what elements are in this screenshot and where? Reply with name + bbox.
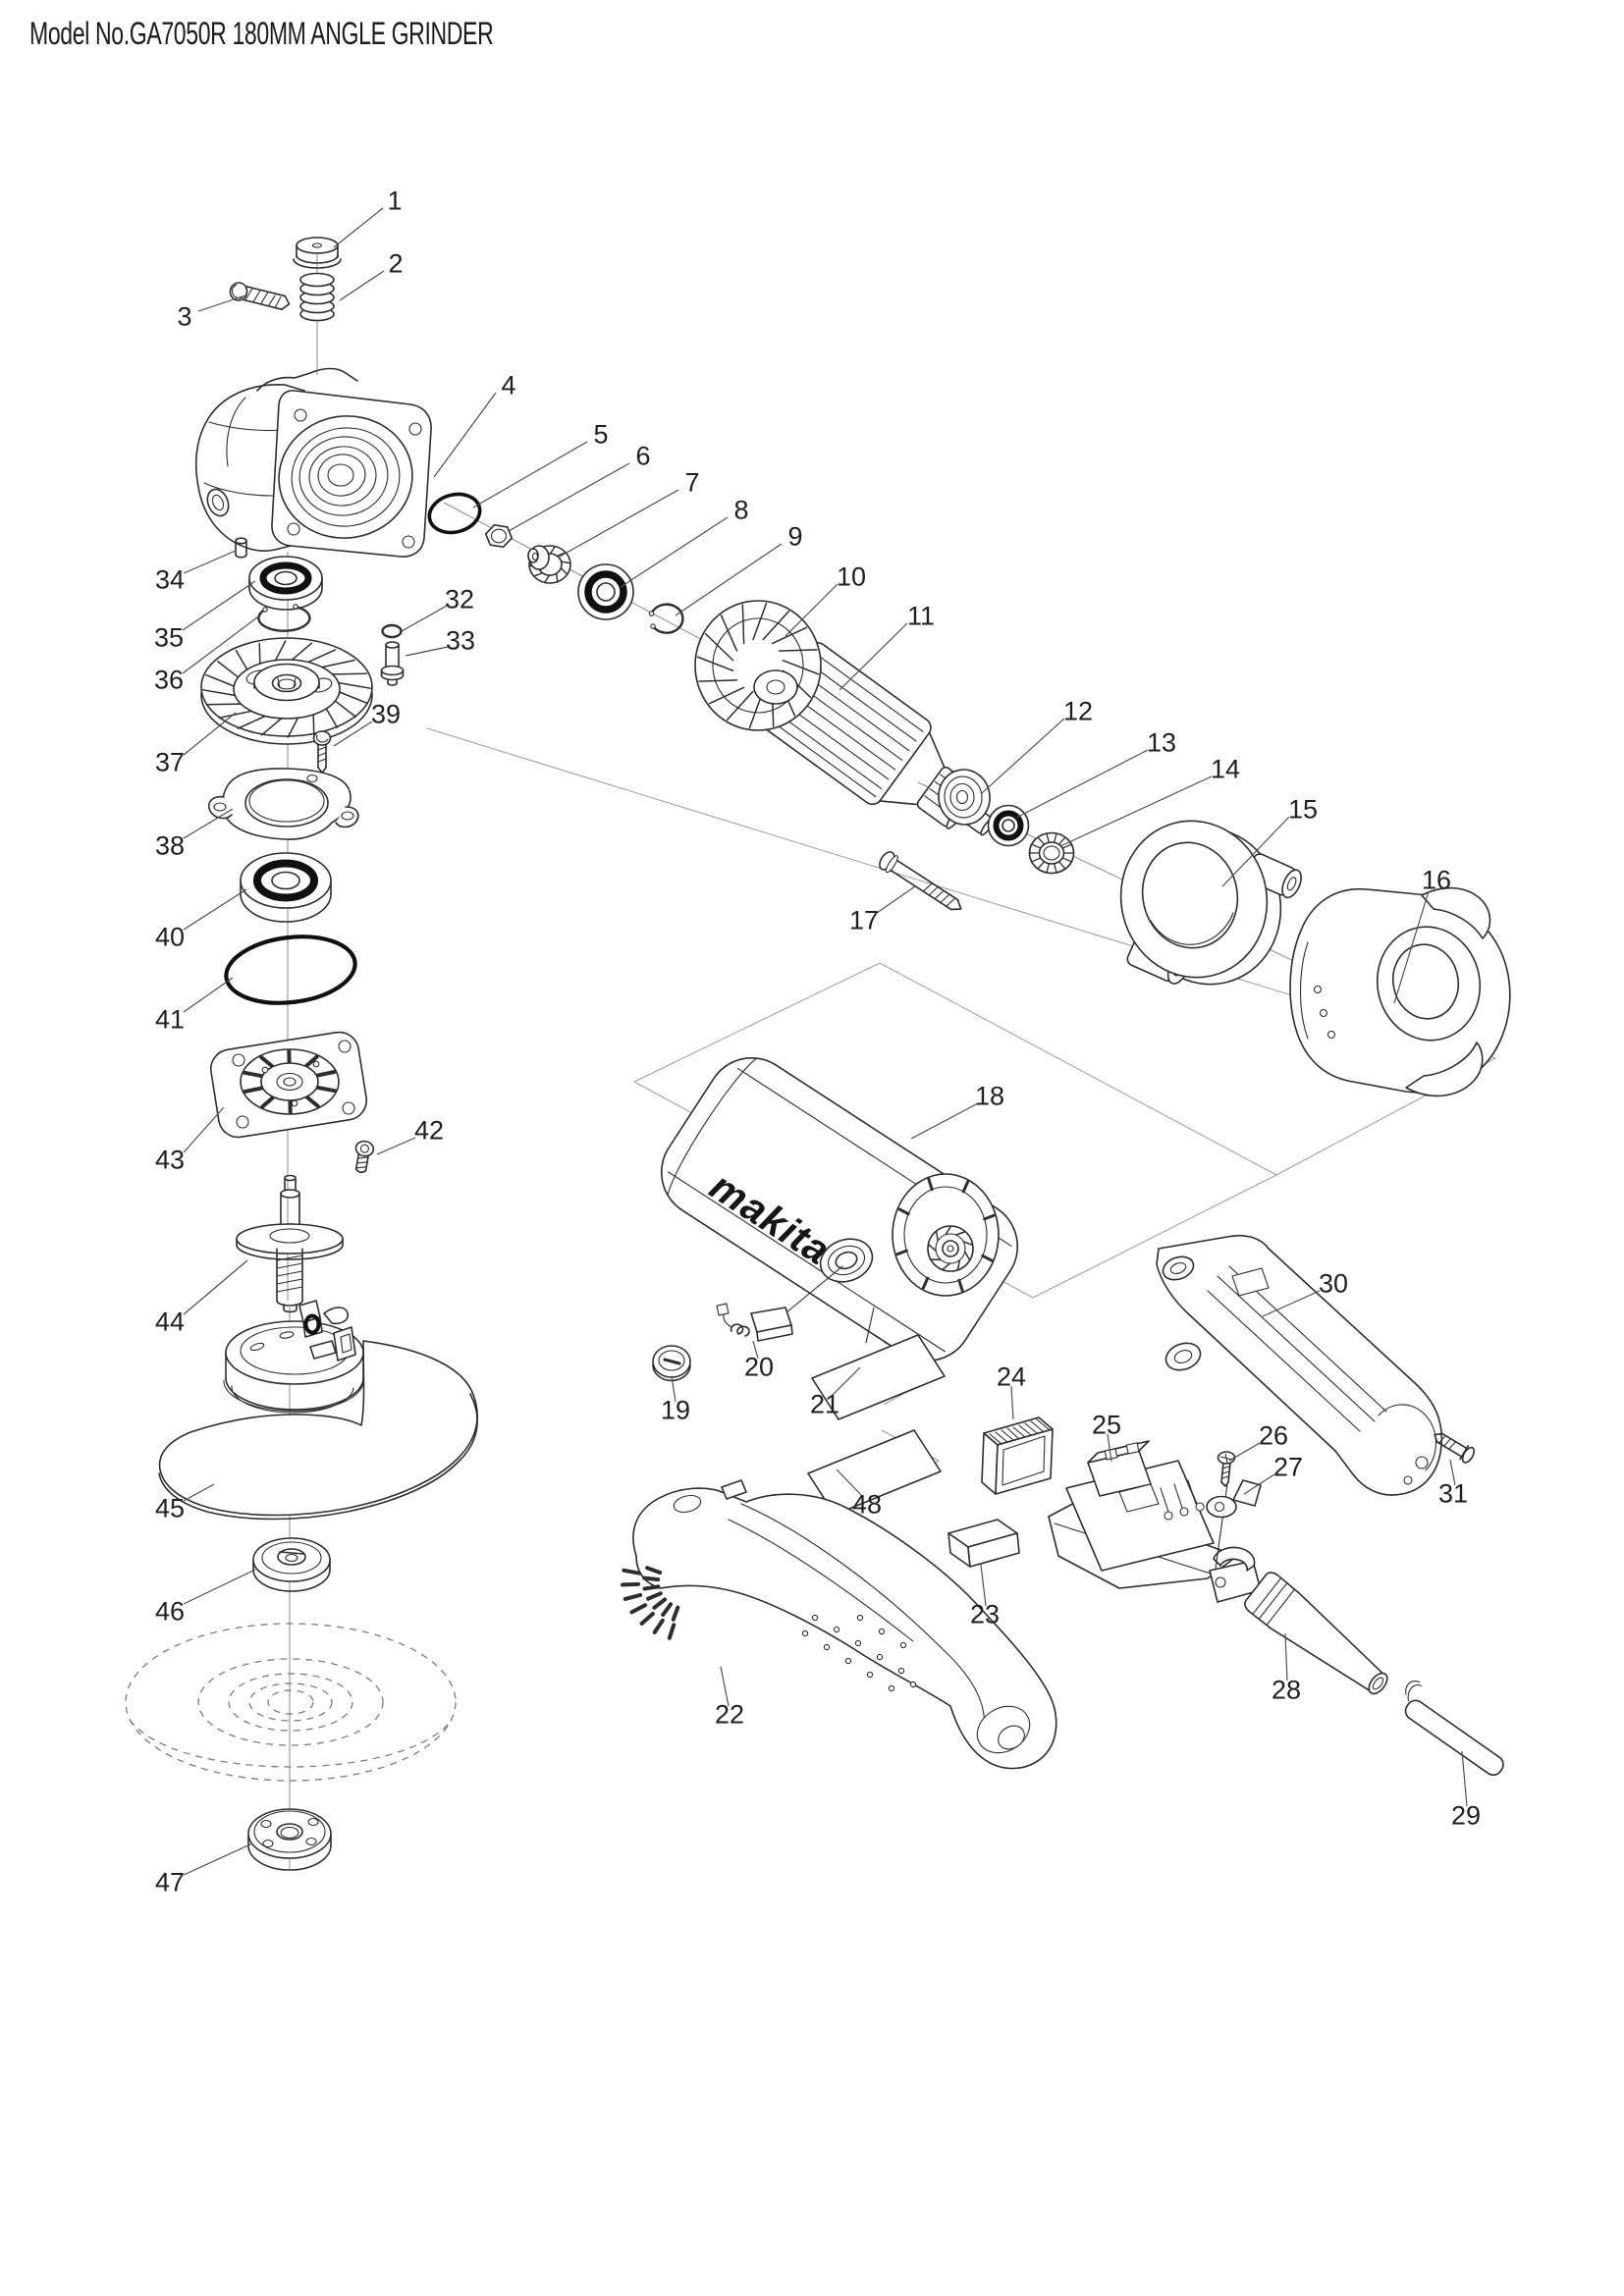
part-number-label: 22: [714, 1699, 745, 1730]
part-19-brush-holder-cap-drawing: [652, 1345, 691, 1382]
part-28-cord-guard-drawing: [1244, 1572, 1388, 1695]
part-23-block-drawing: [947, 1519, 1020, 1568]
part-number-label: 8: [733, 495, 749, 525]
part-45-wheel-guard-drawing: [158, 1300, 478, 1521]
part-number-label: 15: [1287, 794, 1319, 825]
part-number-label: 42: [413, 1115, 445, 1146]
part-37-bevel-gear-drawing: [200, 637, 373, 745]
part-number-label: 29: [1450, 1800, 1482, 1831]
part-number-label: 13: [1146, 727, 1177, 758]
part-8-ball-bearing-drawing: [577, 563, 634, 620]
part-number-label: 28: [1271, 1675, 1302, 1705]
part-15-baffle-plate-drawing: [1119, 820, 1302, 986]
part-25-switch-assembly-drawing: [1048, 1440, 1262, 1603]
part-27-plate-drawing: [1206, 1479, 1262, 1519]
part-number-label: 7: [684, 467, 700, 498]
part-number-label: 23: [969, 1599, 1001, 1629]
part-13-ball-bearing-drawing: [987, 804, 1030, 847]
part-number-label: 17: [848, 905, 880, 935]
part-number-label: 24: [996, 1362, 1027, 1392]
part-18-motor-housing-drawing: makita: [660, 1056, 1019, 1362]
part-3-screw-drawing: [229, 282, 291, 310]
part-number-label: 18: [974, 1081, 1005, 1111]
part-number-label: 40: [154, 922, 186, 952]
part-number-label: 39: [370, 699, 402, 729]
part-36-snap-ring-drawing: [257, 604, 311, 632]
part-2-spring-drawing: [299, 272, 335, 322]
part-1-cap-drawing: [293, 237, 342, 269]
part-41-o-ring-drawing: [224, 934, 357, 1005]
part-12-labyrinth-washer-drawing: [938, 769, 991, 826]
part-number-label: 32: [444, 584, 475, 614]
part-number-label: 5: [593, 419, 609, 450]
part-number-label: 45: [154, 1493, 186, 1523]
part-47-lock-nut-drawing: [247, 1808, 332, 1871]
part-4-gear-housing-drawing: [194, 367, 432, 558]
part-16-field-stator-drawing: [1289, 886, 1511, 1097]
part-number-label: 3: [177, 301, 192, 332]
part-20-carbon-brush-drawing: [716, 1303, 793, 1342]
part-number-label: 31: [1437, 1478, 1469, 1509]
part-26-screw-drawing: [1217, 1451, 1236, 1487]
part-number-label: 14: [1210, 754, 1241, 784]
part-number-label: 26: [1258, 1420, 1289, 1451]
part-38-lock-plate-drawing: [208, 768, 359, 840]
part-number-label: 38: [154, 830, 186, 861]
part-10-fan-drawing: [694, 600, 822, 731]
part-number-label: 47: [154, 1867, 186, 1897]
part-number-label: 44: [154, 1307, 186, 1337]
part-43-bearing-box-drawing: [209, 1031, 368, 1139]
part-number-label: 37: [154, 747, 186, 777]
part-number-label: 46: [154, 1596, 186, 1627]
part-number-label: 27: [1272, 1452, 1304, 1482]
part-number-label: 34: [154, 564, 186, 595]
part-number-label: 21: [809, 1389, 840, 1419]
part-32-o-ring-drawing: [381, 623, 403, 639]
leader-lines: [182, 207, 1468, 1876]
part-6-nut-drawing: [484, 524, 514, 548]
part-number-label: 9: [787, 521, 803, 552]
part-number-label: 11: [906, 601, 936, 631]
part-number-label: 43: [154, 1145, 186, 1175]
part-number-label: 30: [1318, 1268, 1349, 1299]
part-40-bearing-drawing: [240, 852, 332, 923]
part-31-screw-drawing: [1434, 1432, 1476, 1464]
grinding-wheel-dashed-drawing: [125, 1623, 457, 1782]
part-number-label: 2: [388, 248, 404, 279]
page-title: Model No.GA7050R 180MM ANGLE GRINDER: [29, 16, 494, 51]
part-number-label: 33: [445, 625, 476, 656]
part-number-label: 36: [153, 665, 185, 695]
part-17-screw-drawing: [879, 851, 962, 911]
part-33-pin-drawing: [380, 641, 405, 686]
part-44-spindle-drawing: [236, 1174, 344, 1313]
part-5-o-ring-drawing: [427, 492, 482, 535]
part-30-handle-cover-drawing: [1156, 1234, 1443, 1496]
part-number-label: 12: [1062, 696, 1094, 726]
part-number-label: 4: [501, 370, 516, 400]
part-number-label: 1: [387, 186, 403, 216]
part-34-pin-drawing: [235, 537, 247, 559]
part-number-label: 41: [154, 1004, 186, 1035]
part-number-label: 35: [153, 622, 185, 653]
part-14-bearing-sleeve-drawing: [1028, 831, 1075, 875]
part-39-screw-drawing: [312, 730, 332, 774]
part-29-power-cord-drawing: [1404, 1681, 1504, 1777]
part-number-label: 10: [836, 561, 867, 592]
part-21-name-plate-drawing: [811, 1334, 946, 1420]
part-42-screw-drawing: [354, 1140, 375, 1174]
part-22-rear-cover-drawing: [621, 1479, 1057, 1770]
part-number-label: 25: [1091, 1410, 1122, 1440]
part-7-pinion-gear-drawing: [527, 545, 571, 584]
part-46-inner-flange-drawing: [252, 1537, 331, 1592]
part-number-label: 16: [1421, 865, 1452, 895]
part-9-retaining-ring-drawing: [648, 603, 684, 634]
part-35-bearing-drawing: [248, 556, 323, 611]
part-24-connector-drawing: [981, 1416, 1054, 1495]
part-number-label: 48: [851, 1489, 883, 1520]
part-number-label: 20: [743, 1352, 775, 1382]
part-number-label: 19: [660, 1395, 691, 1425]
axis-lines: [287, 253, 1322, 1870]
part-number-label: 6: [635, 441, 651, 471]
